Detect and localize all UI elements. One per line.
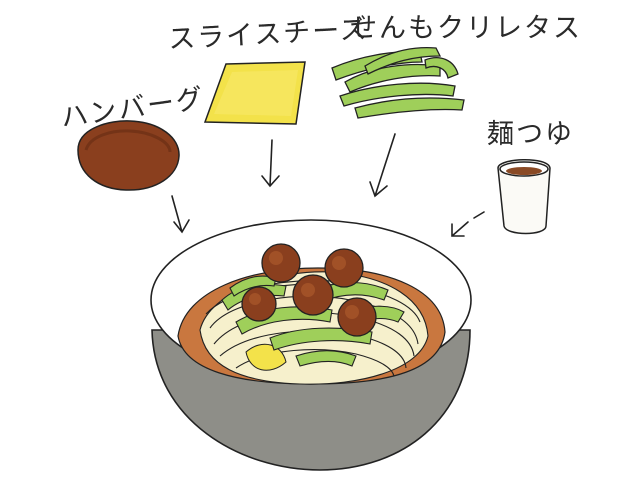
meatball-pieces [241, 243, 377, 337]
shredded-lettuce [331, 46, 465, 119]
tsuyu-label: 麺つゆ [487, 119, 574, 150]
cheese-slice [203, 61, 306, 125]
arrows [171, 133, 485, 237]
bowl [150, 219, 472, 471]
mentsuyu-cup [497, 159, 551, 235]
arrow-tsuyu [451, 211, 485, 237]
arrow-lettuce [369, 133, 396, 198]
hamburger-patty [77, 120, 180, 191]
arrow-hamburg [171, 195, 190, 234]
arrow-cheese [261, 139, 280, 188]
lettuce-label: せんもクリレタス [350, 13, 582, 44]
